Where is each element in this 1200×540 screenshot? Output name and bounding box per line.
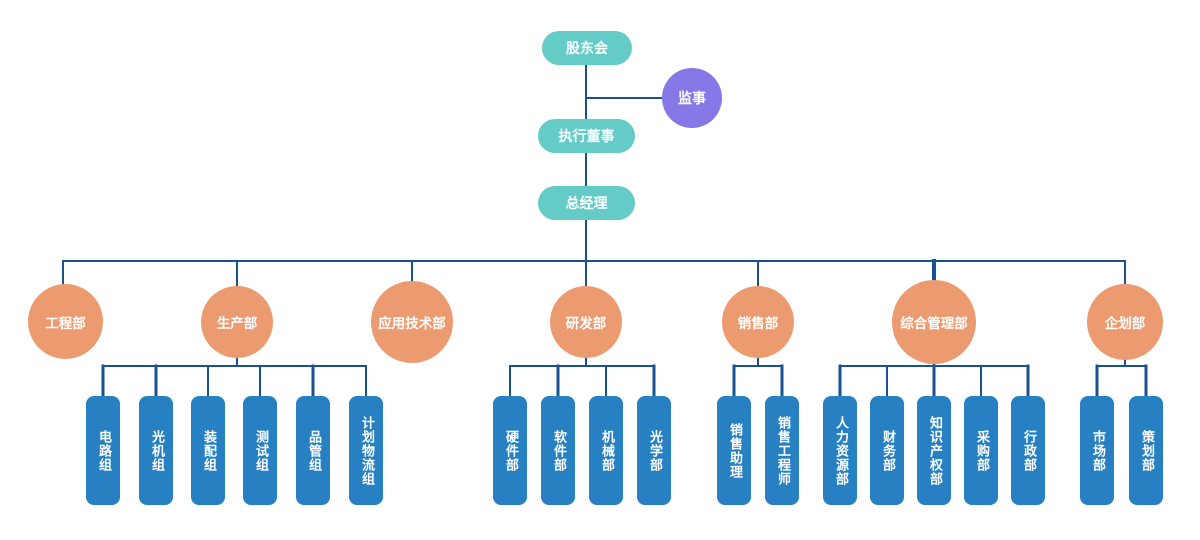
node-sub-ip[interactable]: 知识产权部 bbox=[917, 396, 951, 505]
node-dept-rnd[interactable]: 研发部 bbox=[550, 286, 622, 358]
node-sub-software[interactable]: 软件部 bbox=[541, 396, 575, 505]
node-team-testing[interactable]: 测试组 bbox=[243, 396, 277, 505]
node-sub-finance[interactable]: 财务部 bbox=[870, 396, 904, 505]
node-sub-procurement[interactable]: 采购部 bbox=[964, 396, 998, 505]
node-dept-planning[interactable]: 企划部 bbox=[1087, 284, 1163, 360]
node-role-sales-engineer[interactable]: 销售工程师 bbox=[765, 396, 799, 505]
node-team-optomech[interactable]: 光机组 bbox=[139, 396, 173, 505]
node-team-circuit[interactable]: 电路组 bbox=[86, 396, 120, 505]
node-dept-production[interactable]: 生产部 bbox=[201, 286, 273, 358]
node-role-sales-assistant[interactable]: 销售助理 bbox=[717, 396, 751, 505]
node-sub-optical[interactable]: 光学部 bbox=[637, 396, 671, 505]
node-sub-strategy[interactable]: 策划部 bbox=[1129, 396, 1163, 505]
node-sub-hardware[interactable]: 硬件部 bbox=[493, 396, 527, 505]
node-dept-general-admin[interactable]: 综合管理部 bbox=[892, 280, 976, 364]
node-sub-admin[interactable]: 行政部 bbox=[1011, 396, 1045, 505]
node-team-logistics[interactable]: 计划物流组 bbox=[349, 396, 383, 505]
node-team-assembly[interactable]: 装配组 bbox=[191, 396, 225, 505]
node-executive-director[interactable]: 执行董事 bbox=[538, 119, 635, 153]
node-sub-mechanical[interactable]: 机械部 bbox=[589, 396, 623, 505]
node-general-manager[interactable]: 总经理 bbox=[538, 186, 635, 220]
node-dept-applied-tech[interactable]: 应用技术部 bbox=[371, 281, 453, 363]
node-dept-engineering[interactable]: 工程部 bbox=[28, 284, 103, 359]
node-team-qc[interactable]: 品管组 bbox=[296, 396, 330, 505]
node-dept-sales[interactable]: 销售部 bbox=[722, 286, 794, 358]
node-sub-hr[interactable]: 人力资源部 bbox=[823, 396, 857, 505]
node-shareholders[interactable]: 股东会 bbox=[542, 31, 632, 65]
node-sub-marketing[interactable]: 市场部 bbox=[1080, 396, 1114, 505]
node-supervisor[interactable]: 监事 bbox=[662, 68, 722, 128]
